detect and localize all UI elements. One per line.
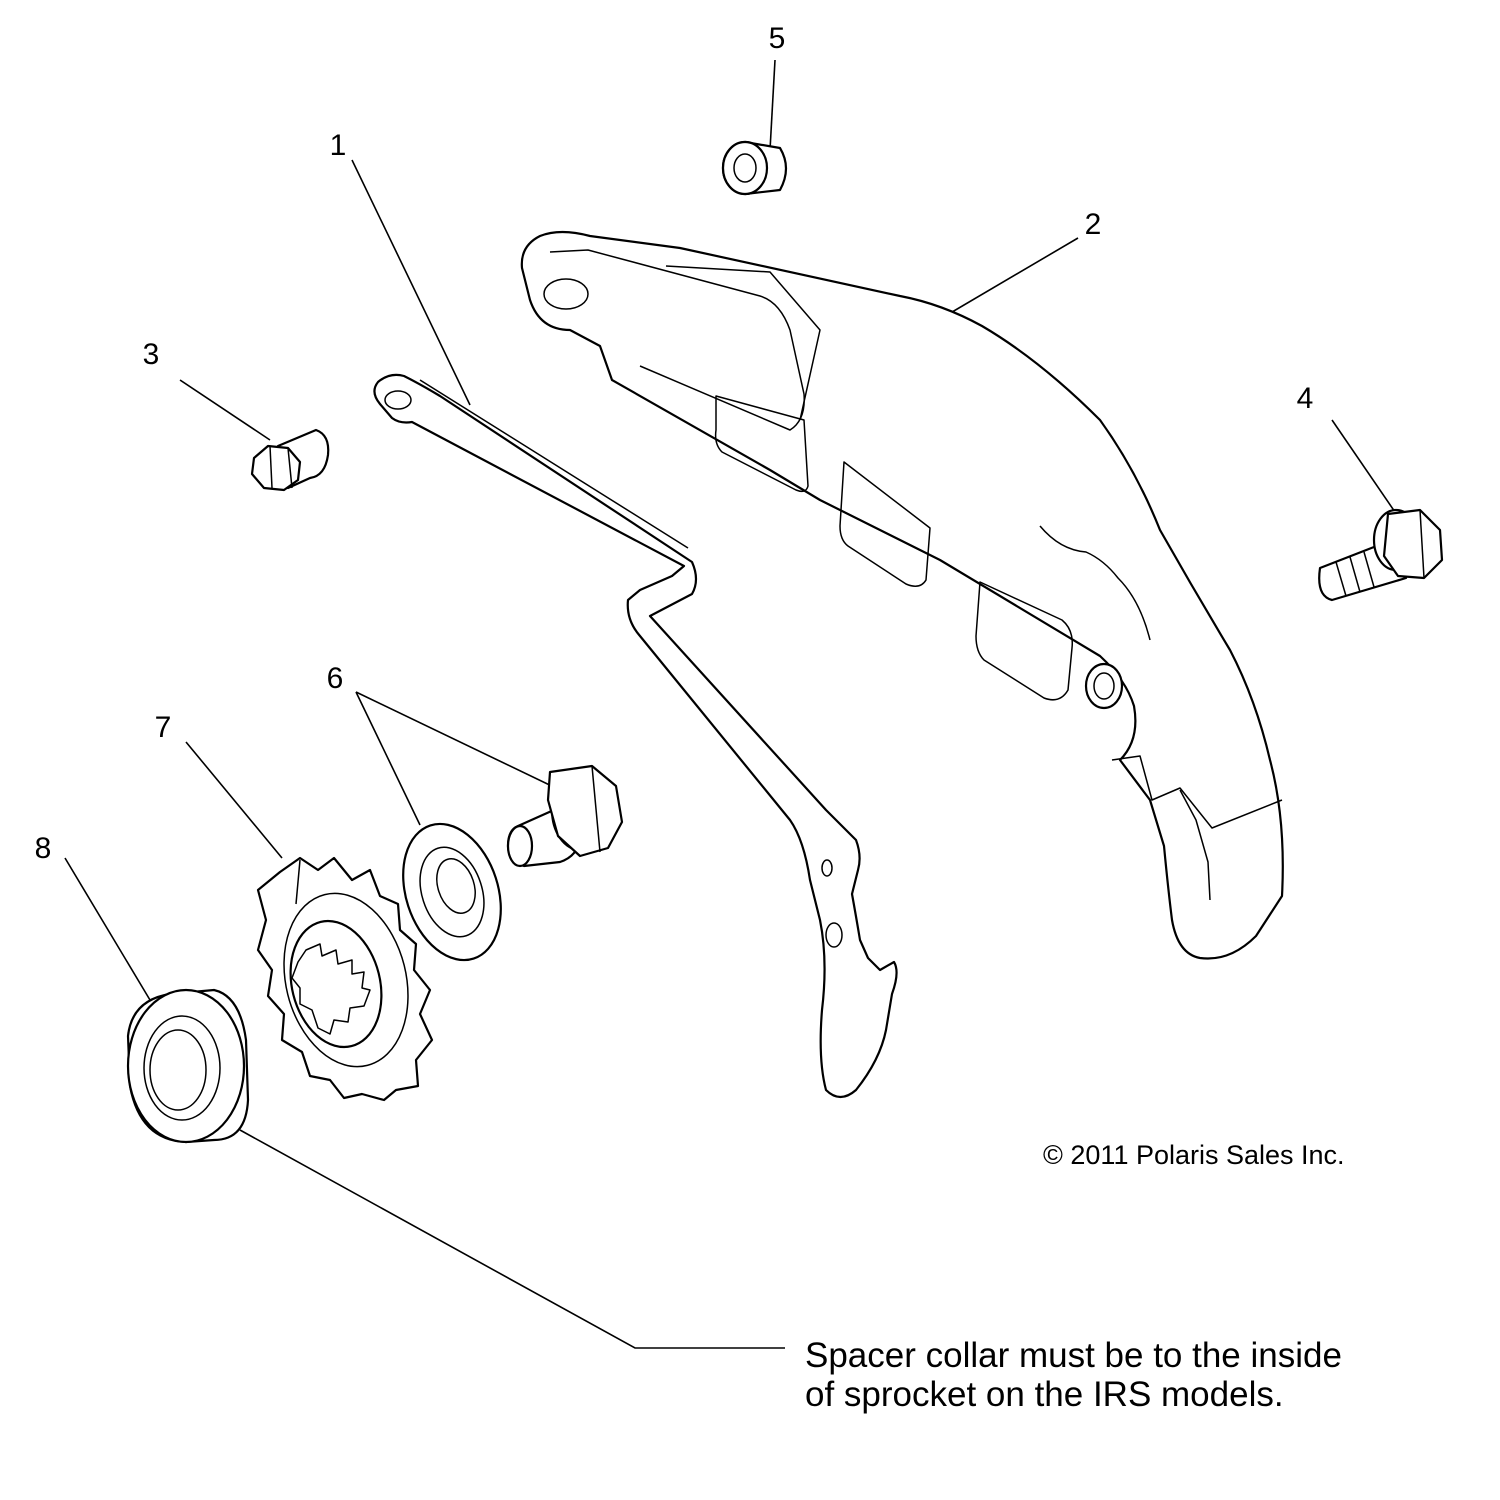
sprocket-bolt-part-6 — [506, 764, 624, 868]
leader-line-6a — [355, 691, 561, 791]
leader-line-7 — [185, 741, 283, 859]
small-bolt-part-3 — [250, 428, 330, 492]
sprocket-part-7 — [256, 856, 434, 1102]
copyright-notice: © 2011 Polaris Sales Inc. — [1043, 1140, 1345, 1170]
callout-3: 3 — [143, 338, 160, 371]
callout-6: 6 — [327, 662, 344, 695]
leader-line-4 — [1331, 419, 1396, 513]
callout-5: 5 — [769, 22, 786, 55]
assembly-note: Spacer collar must be to the inside of s… — [805, 1336, 1342, 1414]
spacer-collar-part-8 — [126, 988, 250, 1144]
chain-guard-part-2 — [520, 230, 1284, 960]
leader-line-1 — [351, 159, 471, 406]
flange-nut-part-5 — [721, 140, 788, 196]
callout-4: 4 — [1297, 382, 1314, 415]
callout-numbers: 5 1 2 3 4 6 7 8 — [35, 22, 1314, 865]
callout-8: 8 — [35, 832, 52, 865]
leader-line-6b — [355, 691, 421, 826]
long-bolt-part-4 — [1318, 508, 1444, 602]
leader-line-5 — [769, 59, 776, 151]
callout-7: 7 — [155, 711, 172, 744]
leader-line-8 — [64, 857, 151, 1001]
leader-line-3 — [179, 379, 271, 441]
note-leader-line — [239, 1129, 785, 1349]
leader-lines — [64, 59, 1396, 1349]
callout-2: 2 — [1085, 208, 1102, 241]
bracket-arm-part-1 — [373, 373, 898, 1099]
washer-part-6 — [402, 822, 502, 962]
leader-line-2 — [929, 237, 1079, 326]
callout-1: 1 — [330, 129, 347, 162]
